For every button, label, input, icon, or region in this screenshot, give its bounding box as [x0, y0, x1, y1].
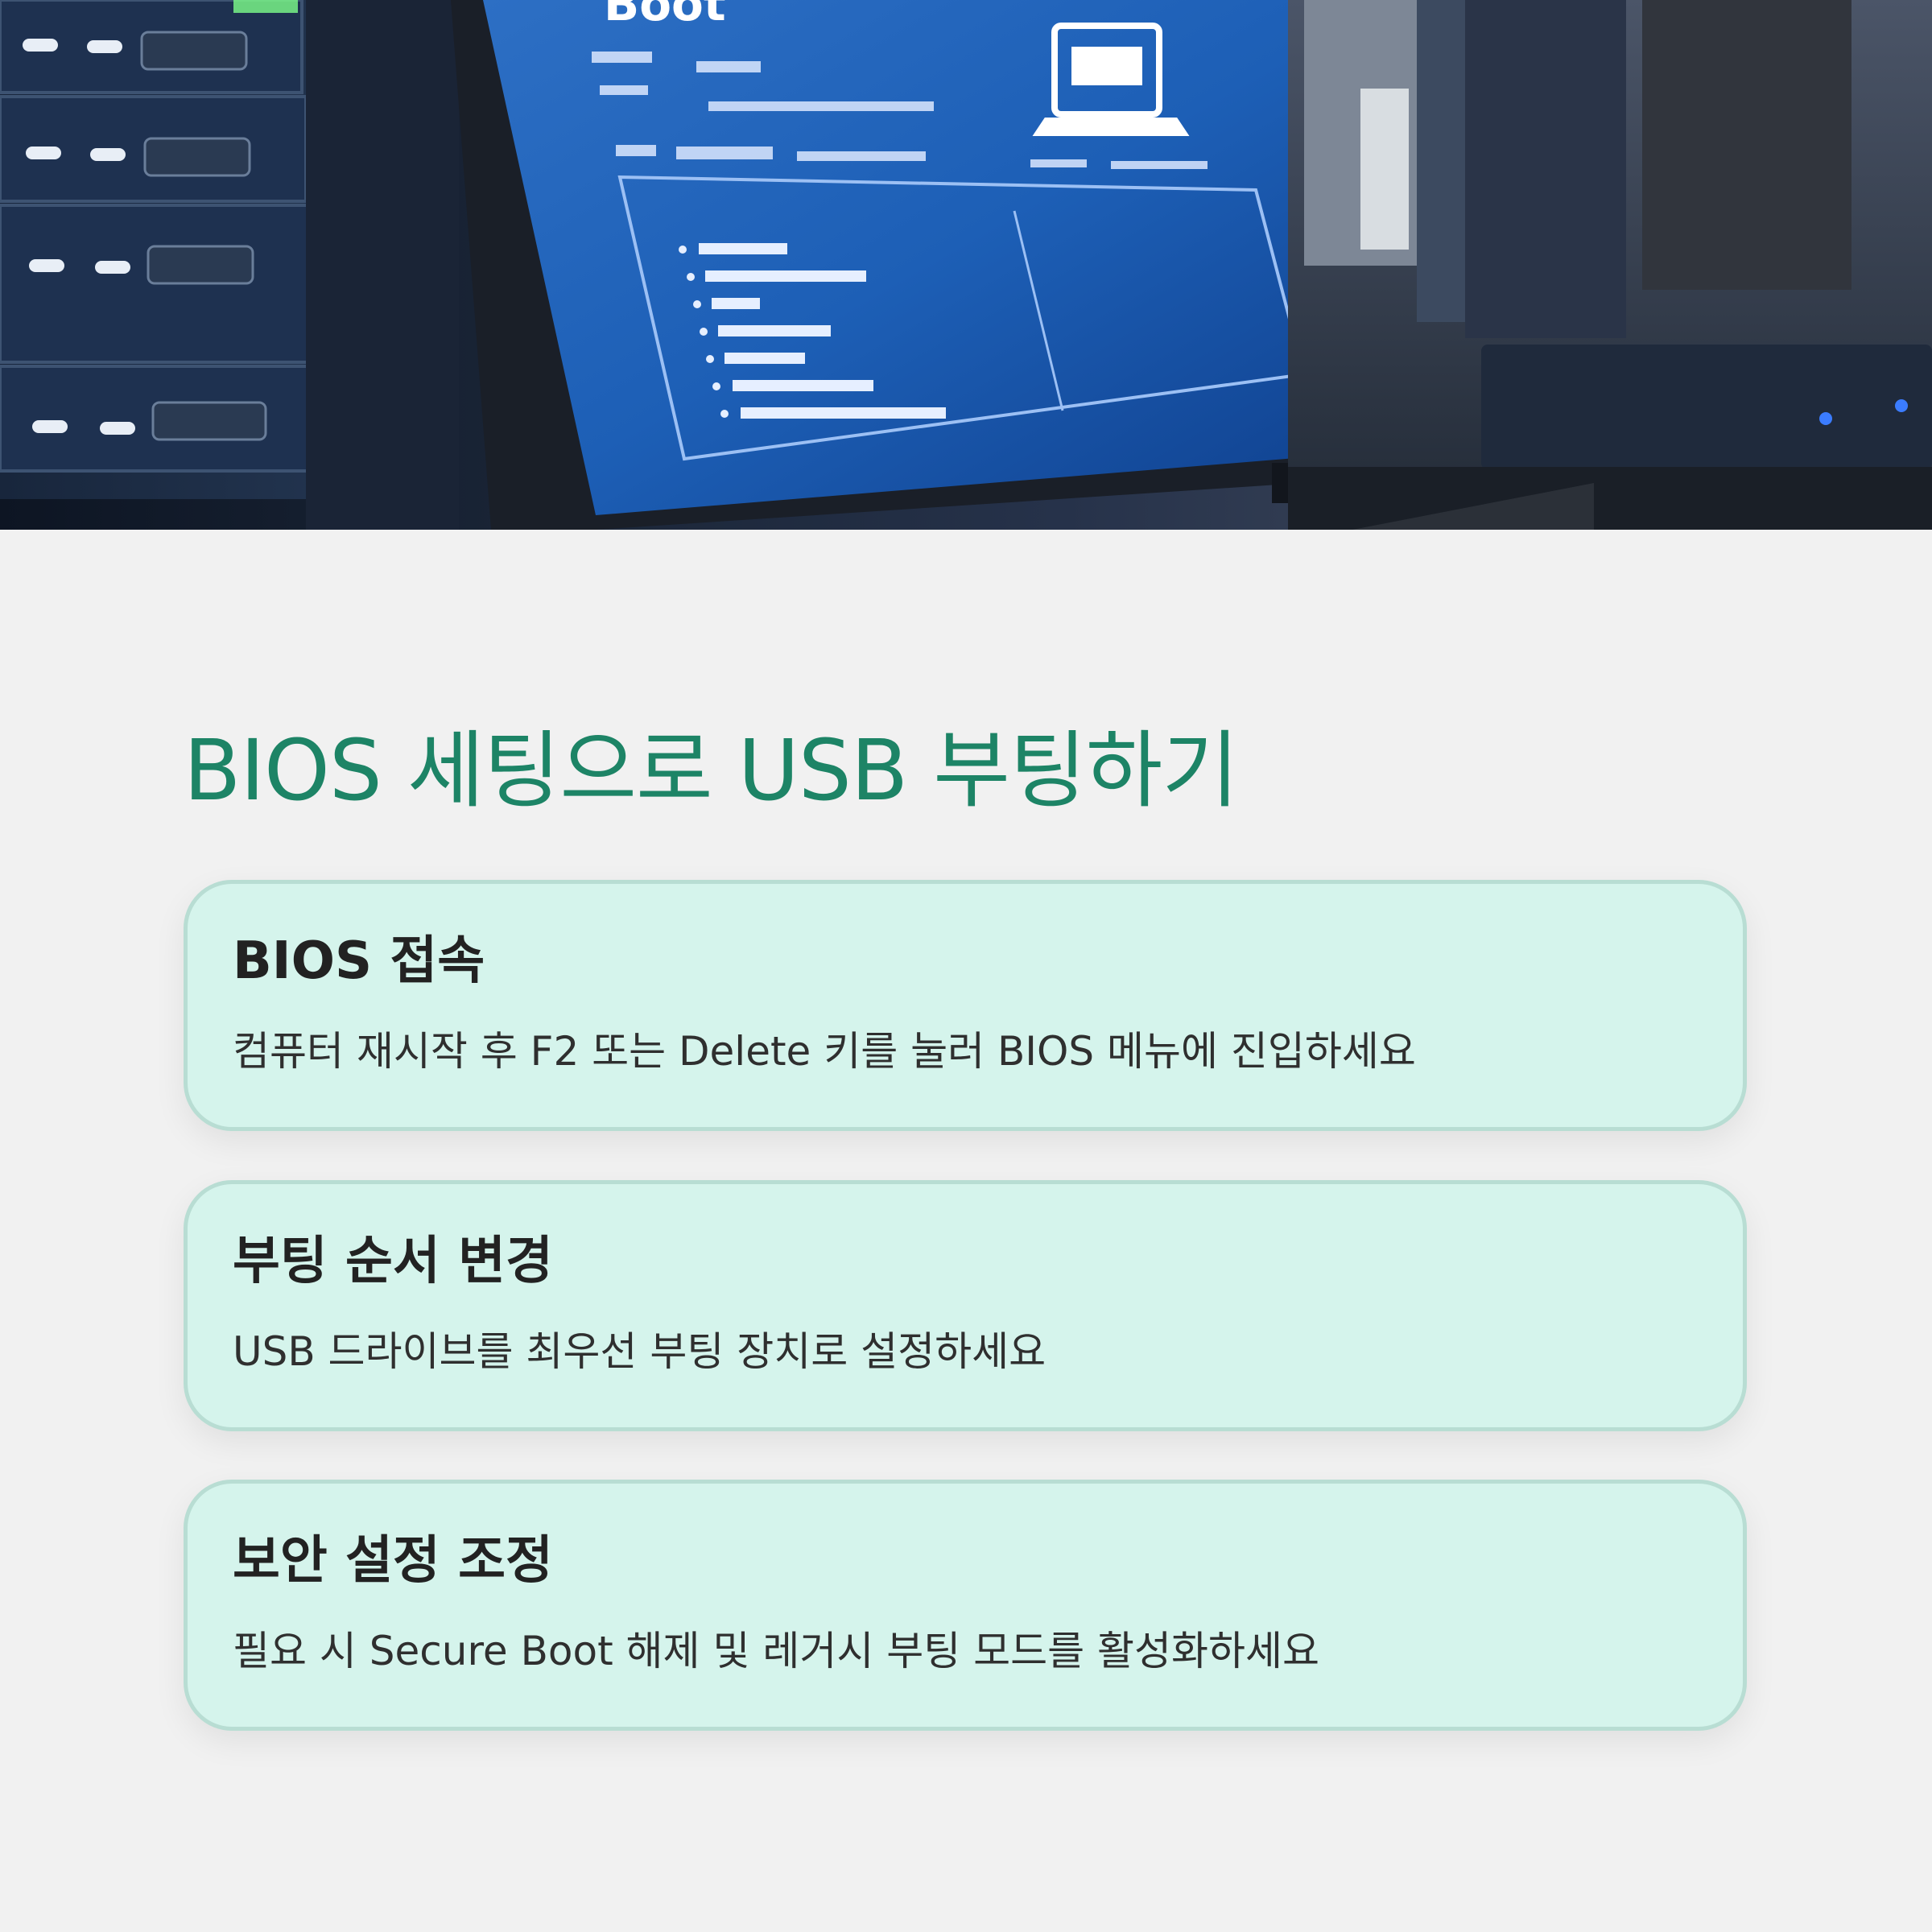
blue-led-icon: [1895, 399, 1908, 412]
rack-side-panel: [306, 0, 459, 530]
rack-leds: [23, 39, 135, 435]
rack-bays: [0, 0, 312, 473]
step-card-bios-access: BIOS 접속 컴퓨터 재시작 후 F2 또는 Delete 키를 눌러 BIO…: [184, 880, 1747, 1131]
green-led-icon: [233, 0, 298, 13]
card-description: 컴퓨터 재시작 후 F2 또는 Delete 키를 눌러 BIOS 메뉴에 진입…: [233, 1028, 1416, 1075]
card-title: 보안 설정 조정: [233, 1531, 553, 1591]
laptop-icon: [1032, 23, 1190, 136]
step-card-boot-order: 부팅 순서 변경 USB 드라이브를 최우선 부팅 장치로 설정하세요: [184, 1180, 1747, 1431]
card-description: 필요 시 Secure Boot 해제 및 레거시 부팅 모드를 활성화하세요: [233, 1628, 1320, 1674]
blue-led-icon: [1819, 412, 1832, 425]
card-title: 부팅 순서 변경: [233, 1232, 553, 1291]
step-card-security-settings: 보안 설정 조정 필요 시 Secure Boot 해제 및 레거시 부팅 모드…: [184, 1480, 1747, 1731]
hero-illustration: Boot: [0, 0, 1932, 530]
server-unit: [1481, 345, 1932, 469]
screen-heading: Boot: [604, 0, 726, 31]
screen-menu-lines: [592, 52, 1208, 169]
card-description: USB 드라이브를 최우선 부팅 장치로 설정하세요: [233, 1328, 1046, 1375]
screen-list-items: [679, 243, 946, 419]
monitor-screen: [483, 0, 1385, 515]
page-title: BIOS 세팅으로 USB 부팅하기: [184, 721, 1239, 819]
card-title: BIOS 접속: [233, 931, 485, 991]
hero-image: Boot: [0, 0, 1932, 530]
rack-latches: [140, 31, 267, 441]
